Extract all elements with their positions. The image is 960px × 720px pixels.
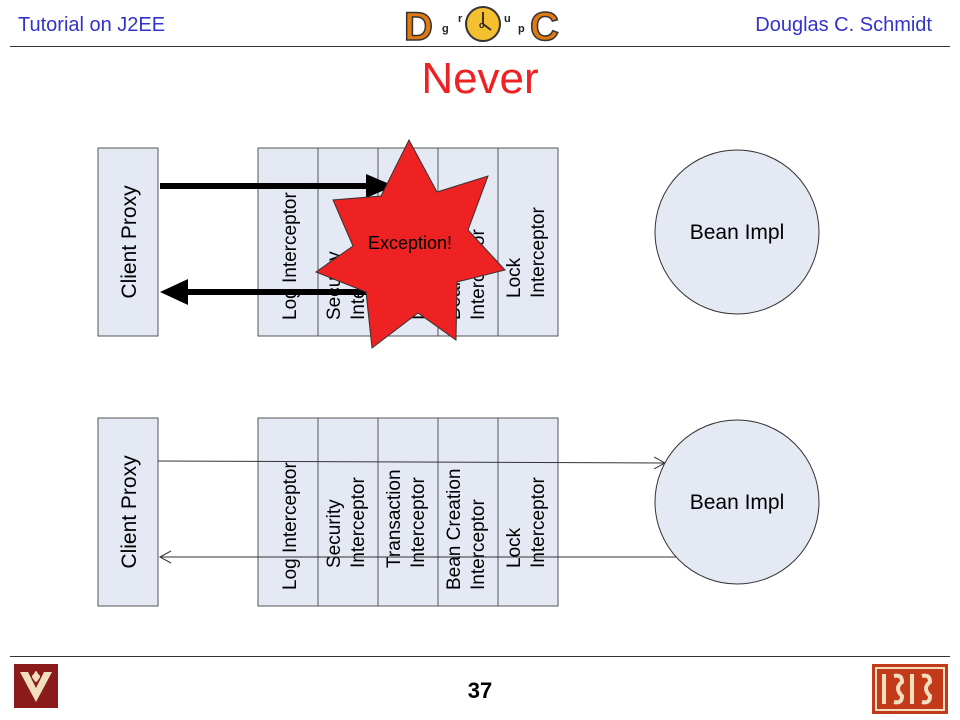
client-proxy-label-2: Client Proxy: [118, 455, 141, 569]
client-proxy-label: Client Proxy: [118, 185, 141, 299]
page-number: 37: [467, 678, 493, 703]
logo-clock-icon: o: [465, 6, 501, 42]
transaction-interceptor-label-2: Transaction Interceptor: [384, 464, 429, 568]
lock-interceptor-label-2: Lock Interceptor: [504, 477, 549, 568]
header-author: Douglas C. Schmidt: [755, 14, 932, 36]
client-proxy-box: [97, 147, 159, 337]
exception-label: Exception!: [368, 233, 452, 253]
security-interceptor-label-2: Security Interceptor: [324, 477, 369, 568]
response-arrowhead: [160, 279, 188, 305]
lock-interceptor-label: Lock Interceptor: [504, 207, 549, 298]
logo-letter-u: u: [504, 13, 511, 25]
doc-group-logo: D g r o u p C: [403, 4, 559, 46]
bean-impl-label-2: Bean Impl: [690, 491, 785, 514]
logo-letter-d: D: [404, 5, 433, 46]
log-interceptor-box-2: [257, 417, 319, 607]
lock-interceptor-box-2: [497, 417, 559, 607]
logo-letter-o: o: [479, 20, 485, 30]
request-arrowhead: [366, 174, 394, 198]
logo-letter-g: g: [442, 23, 449, 35]
header-divider: [10, 46, 950, 47]
log-interceptor-label: Log Interceptor: [280, 192, 301, 320]
vanderbilt-logo: [14, 664, 58, 708]
footer-divider: [10, 656, 950, 657]
log-interceptor-label-2: Log Interceptor: [280, 462, 301, 590]
header-course-title: Tutorial on J2EE: [18, 14, 166, 36]
bean-impl-label: Bean Impl: [690, 221, 785, 244]
logo-letter-p: p: [518, 23, 525, 35]
transaction-interceptor-box-2: [377, 417, 439, 607]
interceptor-stack-2: Log Interceptor Security Interceptor Tra…: [257, 417, 559, 607]
log-interceptor-box: [257, 147, 319, 337]
logo-letter-r: r: [458, 13, 463, 25]
logo-letter-c: C: [530, 5, 559, 46]
bean-impl-circle-2: [654, 419, 820, 585]
slide-title: Never: [421, 54, 539, 103]
bean-impl-circle: [654, 149, 820, 315]
client-proxy-box-2: [97, 417, 159, 607]
lock-interceptor-box: [497, 147, 559, 337]
bean-creation-interceptor-label-2: Bean Creation Interceptor: [444, 463, 489, 590]
isis-logo: [872, 664, 948, 714]
request-arrow-thin: [157, 456, 667, 470]
security-interceptor-box-2: [317, 417, 379, 607]
exception-star: [314, 138, 506, 349]
